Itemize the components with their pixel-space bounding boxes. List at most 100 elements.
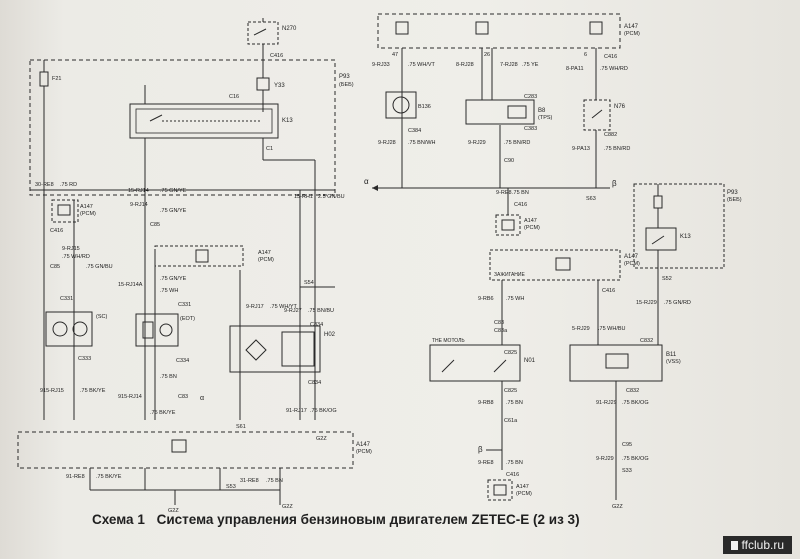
top-switch-label: N270 [282,26,297,32]
pcm-top-right [377,13,621,49]
wire-label: 30-RE8 [35,182,54,188]
sensor-left-1-label: (SC) [96,314,107,320]
wire-label: 915-RJ14 [118,394,142,400]
sensor-left-1 [45,311,93,347]
wire-label: .75 BN/WH [408,140,436,146]
sensor-b11-sub: (VSS) [666,359,681,365]
sensor-b8-sub: (TPS) [538,115,553,121]
figure-caption: Схема 1 Система управления бензиновым дв… [92,512,580,527]
relay-box-sub-label: (БЕБ) [339,82,354,88]
wire-label: .75 BK/OG [310,408,337,414]
connector-label: C95 [622,442,632,448]
wire-label: 91-RJ29 [596,400,617,406]
wire-label: 15-RJ29 [636,300,657,306]
pcm-mid-right [489,249,621,281]
sensor-b8 [465,99,535,125]
pcm-small-sub: (PCM) [80,211,96,217]
wire-label: .75 WH [506,296,524,302]
splice-label: S33 [622,468,632,474]
caption-label: Схема 1 [92,512,145,527]
pcm-bottom-right-sub: (PCM) [516,491,532,497]
relay-k13-right-label: K13 [680,234,691,240]
fuse-p93-right-label: P93 [727,190,738,196]
wire-label: .75 BN/RD [504,140,530,146]
wire-label: 9-RJ17 [246,304,264,310]
connector-label: C331 [178,302,191,308]
wire-label: 9-RJ15 [62,246,80,252]
connector-label: C834 [310,322,323,328]
pcm-left-mid [154,245,244,267]
connector-label: C333 [78,356,91,362]
wire-label: 31-RE8 [240,478,259,484]
pcm-left-mid-label: A147 [258,250,271,256]
wire-label: 91-RJ17 [286,408,307,414]
relay-box-p93 [29,59,336,196]
wire-label: 15-RJ14A [118,282,143,288]
wire-label: 9-RJ33 [372,62,390,68]
sensor-b11-label: B11 [666,352,677,358]
connector-label: C85 [50,264,60,270]
wire-label: .75 GN/YE [160,208,187,214]
wire-label: 9-RE8 [478,460,494,466]
wire-label: 9-RE8 [496,190,512,196]
wire-label: .75 WH/BU [598,326,626,332]
pcm-bottom-right [487,479,513,501]
pcm-bottom-label: A147 [356,442,371,448]
pcm-right-sensor-sub: (PCM) [524,225,540,231]
wire-label: .75 WH/YT [270,304,298,310]
connector-label: C90 [504,158,514,164]
wire-label: .75 BK/YE [80,388,106,394]
connector-label: C825 [504,350,517,356]
sensor-h02-label: H02 [324,332,336,338]
wire-label: 2.5 GN/BU [318,194,345,200]
connector-label: C83 [178,394,188,400]
sensor-left-2-label: (EOT) [180,316,195,322]
connector-label: C384 [408,128,421,134]
connector-label: C416 [270,53,283,59]
wire-label: .75 BN [160,374,177,380]
wire-label: 9-RB8 [478,400,494,406]
sensor-b136 [385,91,417,119]
wire-label: .75 BK/OG [622,400,649,406]
wire-label: 5-RJ29 [572,326,590,332]
pcm-top-right-sub: (PCM) [624,31,640,37]
connector-label: C83a [494,328,508,334]
wire-label: 9-RJ27 [284,308,302,314]
wire-label: .75 GN/YE [160,188,187,194]
ground-label: G2Z [168,508,179,514]
pcm-mid-right-label: A147 [624,254,639,260]
wire-label: 8-RJ28 [456,62,474,68]
connector-label: C882 [604,132,617,138]
watermark: ffclub.ru [722,536,792,554]
sensor-b11 [569,344,663,382]
sensor-n01-label: N01 [524,358,536,364]
ground-label: G2Z [316,436,327,442]
wire-label: .75 BK/YE [96,474,122,480]
pcm-label-text-b: ТНЕ МОТОЛЬ [432,338,465,344]
connector-label: C331 [60,296,73,302]
wire-label: 915-RJ15 [40,388,64,394]
sensor-b136-label: B136 [418,104,431,110]
connector-label: C383 [524,126,537,132]
wire-label: .75 YE [522,62,539,68]
sensor-n01 [429,344,521,382]
wire-label: .75 BN [512,190,529,196]
pcm-small-label: A147 [80,204,93,210]
wire-label: 7-RJ28 [500,62,518,68]
wire-label: 9-RJ29 [596,456,614,462]
wire-label: .75 BN [266,478,283,484]
connector-label: C83 [494,320,504,326]
connector-label: C825 [504,388,517,394]
wire-label: 15-RH1 [294,194,313,200]
relay-box-label: P93 [339,74,350,80]
splice-label: S54 [304,280,314,286]
splice-label: S61 [236,424,246,430]
connector-label: C283 [524,94,537,100]
connector-label: C61a [504,418,518,424]
wire-label: 8-PA11 [566,66,584,72]
connector-label: C834 [308,380,321,386]
connector-label: C416 [50,228,63,234]
sensor-n76 [583,99,611,131]
connector-label: C832 [626,388,639,394]
